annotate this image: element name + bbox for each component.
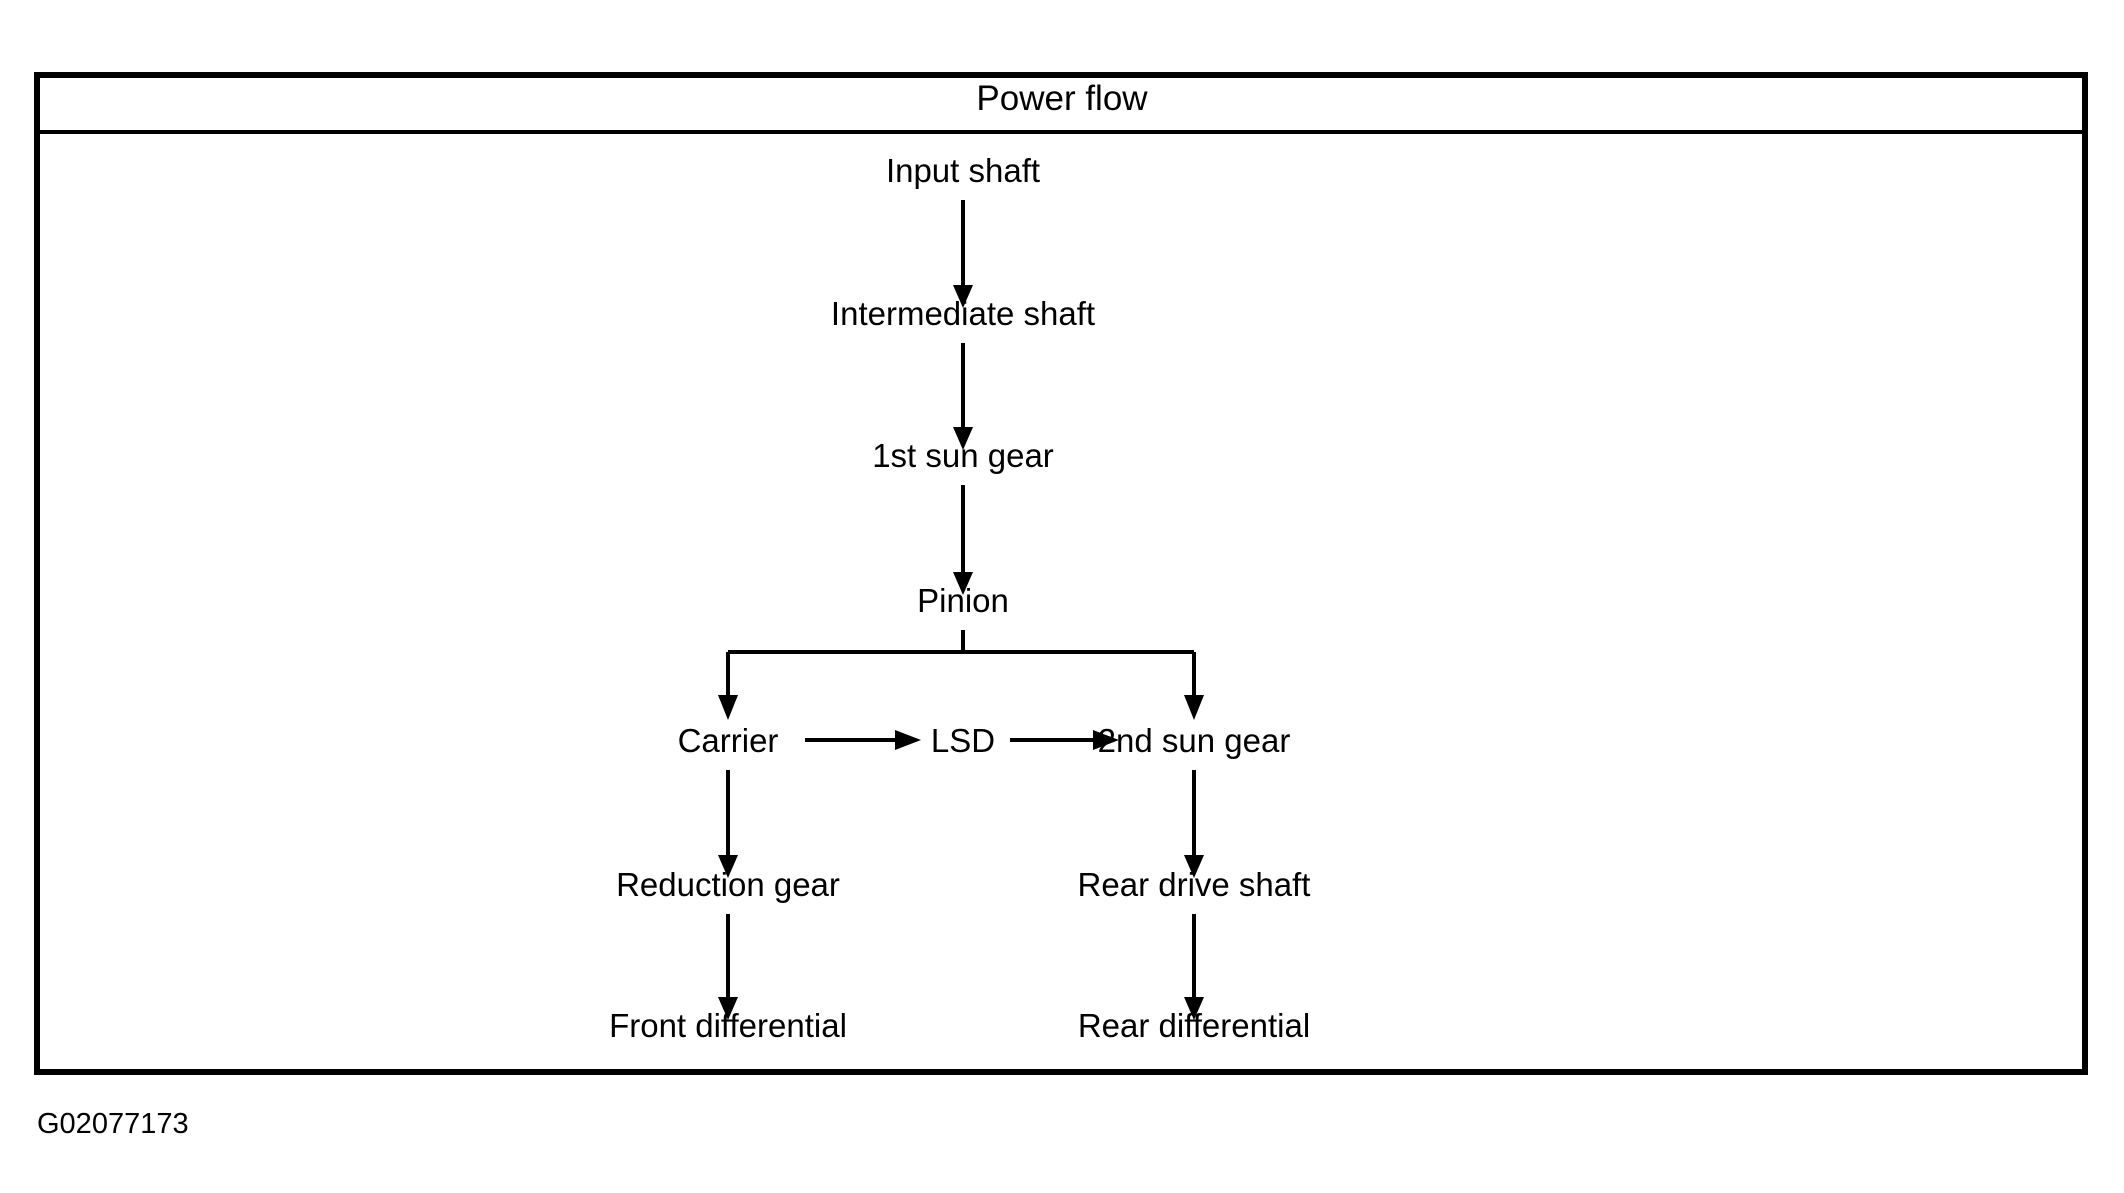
arrowhead-down-right-1	[1184, 855, 1204, 878]
arrowhead-right-1	[895, 730, 921, 750]
node-input-shaft: Input shaft	[886, 152, 1040, 189]
node-first-sun-gear: 1st sun gear	[872, 437, 1054, 474]
arrowhead-down-left-1	[718, 855, 738, 878]
panel-title: Power flow	[976, 79, 1148, 118]
arrowhead-down-2	[953, 427, 973, 450]
node-rear-differential: Rear differential	[1078, 1007, 1310, 1044]
figure-id-caption: G02077173	[37, 1108, 189, 1140]
arrowhead-down-left-2	[718, 997, 738, 1020]
node-rear-drive-shaft: Rear drive shaft	[1078, 866, 1311, 903]
node-front-differential: Front differential	[609, 1007, 847, 1044]
node-reduction-gear: Reduction gear	[616, 866, 840, 903]
node-carrier: Carrier	[678, 722, 779, 759]
node-lsd: LSD	[931, 722, 995, 759]
panel-frame	[34, 72, 2088, 1075]
arrowhead-branch-right	[1184, 695, 1204, 720]
arrowhead-down-right-2	[1184, 997, 1204, 1020]
node-pinion: Pinion	[917, 582, 1009, 619]
arrowhead-down-1	[953, 285, 973, 308]
node-second-sun-gear: 2nd sun gear	[1098, 722, 1291, 759]
node-intermediate-shaft: Intermediate shaft	[831, 295, 1095, 332]
arrowhead-right-2	[1093, 730, 1119, 750]
arrowhead-down-3	[953, 572, 973, 595]
arrowhead-branch-left	[718, 695, 738, 720]
